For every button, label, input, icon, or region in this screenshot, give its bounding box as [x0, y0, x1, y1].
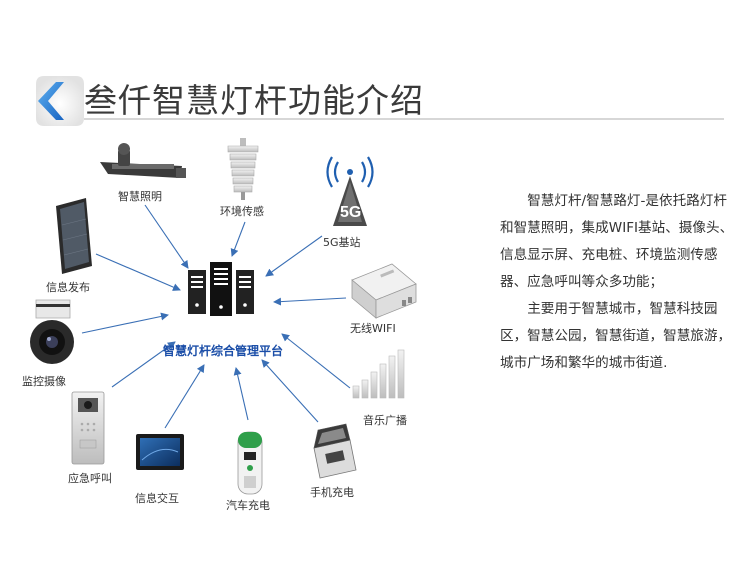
arrow-phone-charging [261, 359, 319, 423]
header: 叁仟智慧灯杆功能介绍 [18, 70, 738, 140]
arrow-camera [81, 312, 169, 334]
street-lamp-icon [100, 143, 186, 178]
server-icon [188, 262, 254, 316]
dome-camera-icon [30, 299, 74, 364]
description-paragraph: 智慧灯杆/智慧路灯-是依托路灯杆和智慧照明，集成WIFI基站、摄像头、信息显示屏… [500, 193, 734, 290]
arrow-env-sensor [230, 221, 246, 257]
node-label-info-release: 信息发布 [46, 281, 90, 294]
wifi-router-icon [351, 263, 417, 319]
node-label-5g: 5G基站 [323, 236, 361, 249]
arrow-interaction [164, 364, 205, 429]
arrow-wifi [273, 297, 347, 306]
arrow-emergency [111, 341, 176, 388]
arrow-audio [281, 333, 351, 389]
title-divider [84, 118, 724, 120]
node-label-ev-charging: 汽车充电 [226, 499, 270, 512]
page-title: 叁仟智慧灯杆功能介绍 [84, 81, 424, 120]
intercom-icon [71, 391, 105, 465]
platform-label: 智慧灯杆综合管理平台 [163, 344, 284, 358]
node-label-camera: 监控摄像 [22, 375, 66, 388]
node-label-audio: 音乐广播 [363, 414, 407, 427]
node-label-wifi: 无线WIFI [350, 322, 396, 335]
node-label-env-sensor: 环境传感 [220, 205, 264, 218]
node-label-interaction: 信息交互 [135, 492, 179, 505]
phone-charger-icon [313, 423, 357, 479]
node-label-emergency: 应急呼叫 [68, 472, 112, 485]
chevron-logo-icon [36, 76, 84, 126]
arrow-smart-lighting [144, 204, 189, 269]
node-label-smart-lighting: 智慧照明 [118, 190, 162, 203]
5g-tower-icon: 5G [326, 156, 374, 226]
description: 智慧灯杆/智慧路灯-是依托路灯杆和智慧照明，集成WIFI基站、摄像头、信息显示屏… [500, 188, 740, 377]
display-panel-icon [56, 198, 92, 274]
touchscreen-icon [136, 434, 184, 470]
ev-charger-icon [237, 431, 263, 495]
arrow-info-release [95, 253, 181, 291]
connection-arrows [81, 204, 351, 429]
arrow-5g [265, 235, 323, 277]
svg-text:5G: 5G [340, 204, 361, 221]
arrow-ev-charging [233, 367, 249, 421]
weather-sensor-icon [227, 138, 259, 200]
signal-bars-icon [352, 349, 405, 399]
description-paragraph: 主要用于智慧城市，智慧科技园区，智慧公园，智慧街道，智慧旅游，城市广场和繁华的城… [500, 301, 732, 371]
node-label-phone-charging: 手机充电 [310, 486, 354, 499]
